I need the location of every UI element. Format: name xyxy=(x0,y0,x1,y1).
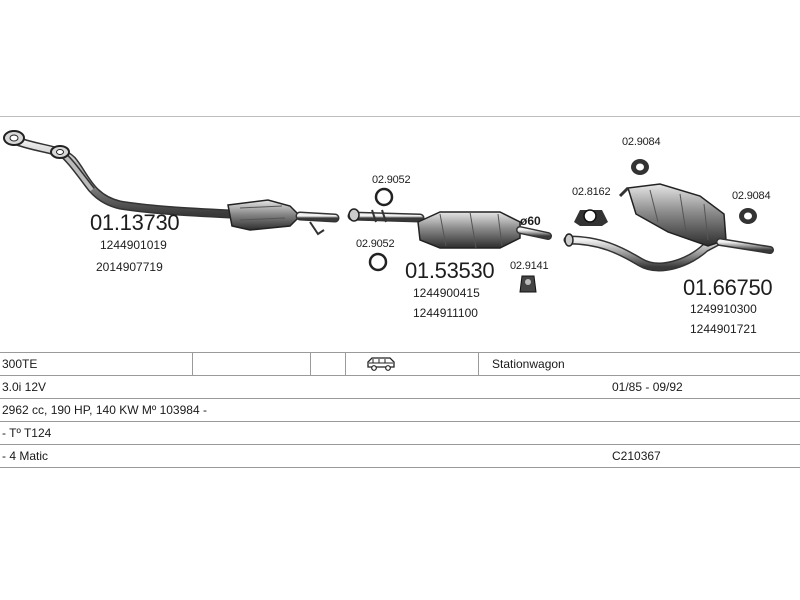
table-row: 3.0i 12V 01/85 - 09/92 xyxy=(0,375,800,398)
engine-spec-cell: 2962 cc, 190 HP, 140 KW Mº 103984 - xyxy=(2,403,207,417)
clamp-label-3: 02.9141 xyxy=(510,260,549,272)
drive-cell: - 4 Matic xyxy=(2,449,49,463)
table-row: - 4 Matic C210367 xyxy=(0,444,800,468)
rear-muffler-drawing xyxy=(563,183,774,272)
clamp-ring-5 xyxy=(631,159,649,175)
top-divider xyxy=(0,116,800,117)
exhaust-diagram: 01.13730 1244901019 2014907719 01.53530 … xyxy=(0,110,800,355)
catalog-code-cell: C210367 xyxy=(612,449,661,463)
clamp-mount-3 xyxy=(519,275,537,293)
clamp-label-1: 02.9052 xyxy=(372,174,411,186)
front-pipe-oem-1: 1244901019 xyxy=(100,238,167,252)
front-pipe-number: 01.13730 xyxy=(90,210,180,235)
body-type-cell: Stationwagon xyxy=(492,357,565,371)
clamp-label-4: 02.8162 xyxy=(572,186,611,198)
middle-muffler-drawing xyxy=(347,208,552,249)
table-row: - Tº T124 xyxy=(0,421,800,444)
clamp-label-6: 02.9084 xyxy=(732,190,771,202)
vehicle-table: 300TE Stationwagon 3.0i 12V 01/85 - 09/9… xyxy=(0,352,800,468)
type-cell: - Tº T124 xyxy=(2,426,52,440)
exhaust-drawing xyxy=(3,130,774,293)
engine-cell: 3.0i 12V xyxy=(2,380,47,394)
middle-muffler-oem-2: 1244911100 xyxy=(413,306,478,320)
clamp-ring-1 xyxy=(374,187,394,207)
pipe-diameter-label: ø60 xyxy=(520,214,541,228)
table-row: 300TE Stationwagon xyxy=(0,352,800,375)
front-pipe-drawing xyxy=(3,130,340,236)
rear-muffler-oem-1: 1249910300 xyxy=(690,302,757,316)
rear-muffler-oem-2: 1244901721 xyxy=(690,322,757,336)
model-cell: 300TE xyxy=(2,357,38,371)
clamp-label-5: 02.9084 xyxy=(622,136,661,148)
clamp-ring-2 xyxy=(368,252,388,272)
rear-muffler-number: 01.66750 xyxy=(683,275,773,300)
middle-muffler-number: 01.53530 xyxy=(405,258,495,283)
clamp-ring-6 xyxy=(739,208,757,224)
table-row: 2962 cc, 190 HP, 140 KW Mº 103984 - xyxy=(0,398,800,421)
middle-muffler-oem-1: 1244900415 xyxy=(413,286,480,300)
clamp-label-2: 02.9052 xyxy=(356,238,395,250)
rubber-hanger-4 xyxy=(574,209,608,226)
front-pipe-oem-2: 2014907719 xyxy=(96,260,163,274)
production-date-cell: 01/85 - 09/92 xyxy=(612,380,683,394)
station-wagon-icon xyxy=(366,356,396,375)
